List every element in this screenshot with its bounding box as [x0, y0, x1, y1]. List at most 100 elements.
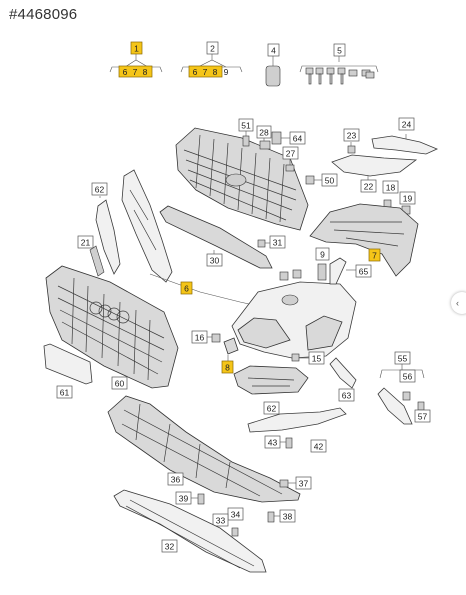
- callout-label: 7: [133, 67, 138, 77]
- part-65[interactable]: 65: [329, 257, 372, 285]
- part-43[interactable]: 43: [264, 435, 293, 449]
- part-9[interactable]: 9: [315, 247, 330, 281]
- bar-30[interactable]: 30: [159, 205, 273, 269]
- part-57[interactable]: 57: [414, 401, 431, 423]
- part-64[interactable]: 64: [271, 131, 306, 145]
- part-51[interactable]: 51: [238, 118, 254, 147]
- bracket-62-left[interactable]: 62: [91, 182, 121, 275]
- callout-box: [308, 351, 325, 365]
- callout-label: 51: [241, 121, 251, 131]
- callout-label: 7: [203, 67, 208, 77]
- part-50[interactable]: 50: [305, 173, 338, 187]
- skid-plate-32[interactable]: 32: [113, 489, 267, 573]
- carousel-next-button[interactable]: ‹: [451, 292, 466, 314]
- callout-box: [398, 117, 415, 131]
- callout-box: [399, 191, 416, 205]
- undertray-36[interactable]: 36: [107, 395, 301, 503]
- callout-label: 36: [171, 475, 181, 485]
- callout-box: [263, 401, 280, 415]
- part-38[interactable]: 38: [267, 509, 296, 523]
- part-56[interactable]: 56: [399, 369, 416, 401]
- upper-grille-26[interactable]: [175, 127, 309, 231]
- callout-box: [191, 330, 208, 344]
- callout-box: [368, 248, 381, 262]
- part-19[interactable]: 19: [399, 191, 416, 215]
- callout-box: [310, 439, 327, 453]
- bracket-7[interactable]: 7: [309, 203, 419, 277]
- callout-label: 60: [115, 379, 125, 389]
- part-28[interactable]: 28: [256, 125, 272, 150]
- part-23[interactable]: 23: [343, 128, 360, 154]
- callout-label: 34: [231, 510, 241, 520]
- callout-box: [256, 125, 272, 139]
- callout-box: [279, 509, 296, 523]
- callout-label: 15: [312, 354, 322, 364]
- part-15[interactable]: 15: [291, 351, 325, 365]
- part-34[interactable]: 34: [227, 507, 244, 537]
- callout-label: 8: [143, 67, 148, 77]
- callout-box: [206, 41, 219, 55]
- strip-42[interactable]: 42: [247, 407, 347, 453]
- insert-62[interactable]: 62: [233, 365, 309, 415]
- part-clip-12[interactable]: [279, 269, 302, 281]
- callout-box: [77, 235, 94, 249]
- fastener-set: [305, 67, 375, 85]
- kit-1[interactable]: 1 6 7 8: [109, 41, 163, 78]
- callout-box: [355, 264, 372, 278]
- callout-box: [206, 253, 223, 267]
- callout-box: [221, 360, 234, 374]
- callout-box: [399, 369, 416, 383]
- callout-box: [267, 43, 280, 57]
- bracket-63[interactable]: 63: [329, 357, 357, 402]
- callout-label: 8: [213, 67, 218, 77]
- callout-label: 33: [216, 516, 226, 526]
- callout-box: [238, 118, 254, 132]
- main-grille-60[interactable]: 60: [45, 265, 179, 390]
- callout-box: [56, 385, 73, 399]
- callout-box: [289, 131, 306, 145]
- callout-label: 28: [259, 128, 269, 138]
- cap-8[interactable]: 8: [221, 337, 239, 374]
- callout-box: [414, 409, 431, 423]
- sensor-mount: [281, 294, 299, 306]
- callout-label: 8: [225, 363, 230, 373]
- frame-left[interactable]: [121, 169, 173, 283]
- kit-5[interactable]: 5: [299, 43, 379, 85]
- bumper-cover[interactable]: [231, 281, 357, 359]
- callout-box: [188, 65, 223, 78]
- part-21[interactable]: 21: [77, 235, 105, 277]
- callout-label: 23: [347, 131, 357, 141]
- callout-box: [175, 491, 192, 505]
- plate-61[interactable]: 61: [43, 343, 93, 399]
- kit-4[interactable]: 4: [265, 43, 281, 87]
- callout-label: 2: [210, 44, 215, 54]
- part-18[interactable]: 18: [382, 180, 399, 208]
- part-37[interactable]: 37: [279, 476, 312, 490]
- callout-label: 19: [403, 194, 413, 204]
- callout-label: 62: [267, 404, 277, 414]
- callout-label: 38: [283, 512, 293, 522]
- callout-label: 55: [398, 354, 408, 364]
- callout-label: 43: [268, 438, 278, 448]
- callout-label: 37: [299, 479, 309, 489]
- kit-2[interactable]: 2 6 7 8 9: [180, 41, 243, 78]
- document-id: #4468096: [9, 6, 78, 23]
- callout-box: [264, 435, 281, 449]
- trim-22[interactable]: 22: [331, 154, 418, 193]
- callout-label: 16: [195, 333, 205, 343]
- callout-label: 22: [364, 182, 374, 192]
- callout-label: 63: [342, 391, 352, 401]
- part-16[interactable]: 16: [191, 330, 221, 344]
- trim-24[interactable]: 24: [371, 117, 439, 155]
- callout-box: [111, 376, 128, 390]
- callout-box: [167, 472, 184, 486]
- callout-label: 56: [403, 372, 413, 382]
- callout-box: [338, 388, 355, 402]
- clip-part: [265, 65, 281, 87]
- four-rings-logo: [89, 301, 130, 324]
- part-31[interactable]: 31: [257, 235, 286, 249]
- callout-label: 57: [418, 412, 428, 422]
- callout-label: 30: [210, 256, 220, 266]
- part-39[interactable]: 39: [175, 491, 205, 505]
- part-27[interactable]: 27: [282, 146, 299, 172]
